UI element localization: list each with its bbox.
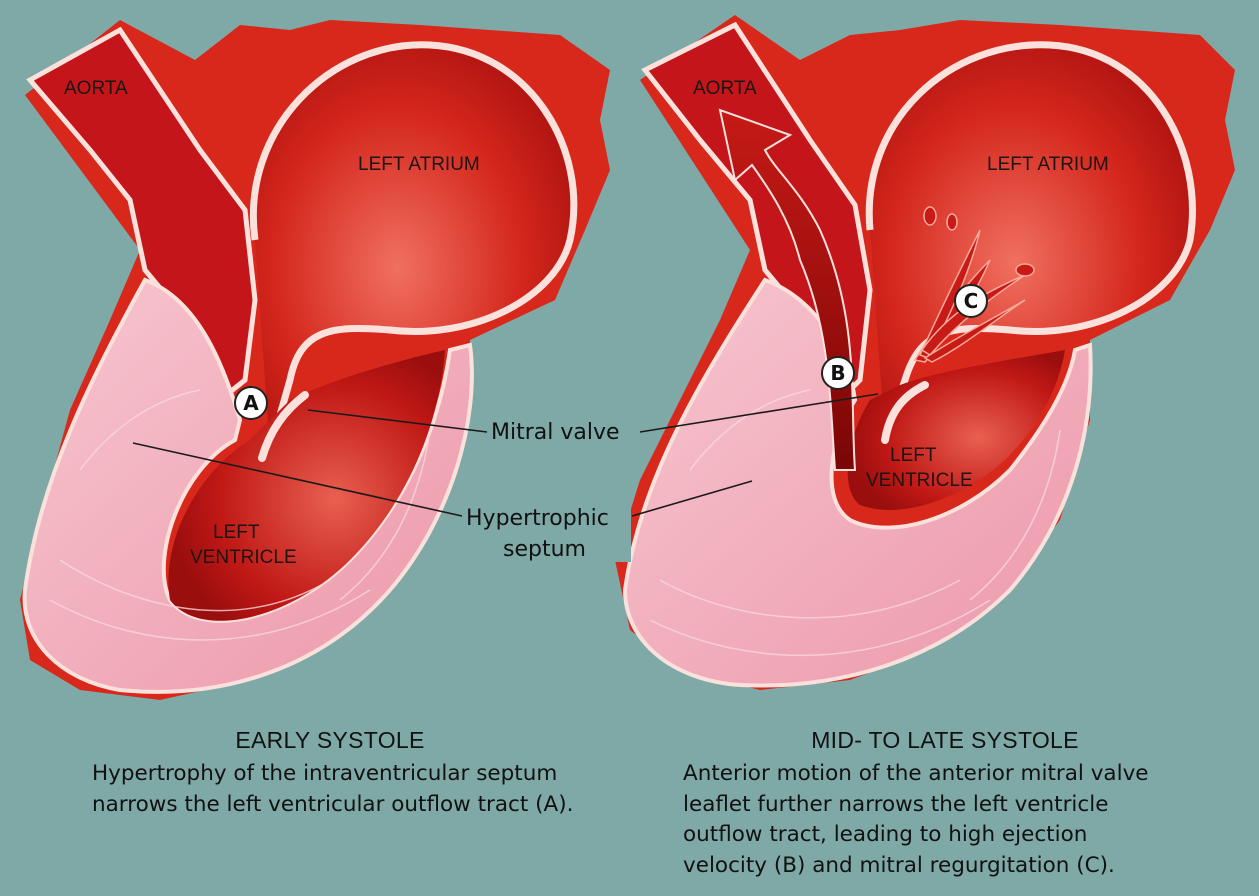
marker-a-label: A (243, 391, 259, 415)
caption-line: Anterior motion of the anterior mitral v… (683, 759, 1149, 790)
marker-a: A (235, 387, 267, 419)
left-atrium-label: LEFT ATRIUM (358, 154, 480, 175)
early-systole-title: EARLY SYSTOLE (180, 727, 480, 754)
mitral-valve-callout: Mitral valve (491, 420, 620, 445)
caption-line: outflow tract, leading to high ejection (683, 820, 1149, 851)
caption-line: leaflet further narrows the left ventric… (683, 790, 1149, 821)
left-ventricle-label-line2: VENTRICLE (190, 547, 297, 568)
left-ventricle-label-line1: LEFT (890, 445, 937, 466)
mid-late-systole-caption: Anterior motion of the anterior mitral v… (683, 759, 1149, 881)
callout-hypertrophic-septum: Hypertrophic septum (463, 500, 631, 562)
caption-line: velocity (B) and mitral regurgitation (C… (683, 851, 1149, 882)
marker-c: C (955, 285, 987, 317)
marker-b: B (822, 357, 854, 389)
aorta-label: AORTA (693, 78, 757, 99)
callout-mitral-valve: Mitral valve (488, 413, 638, 445)
early-systole-caption: Hypertrophy of the intraventricular sept… (92, 759, 573, 820)
caption-line: narrows the left ventricular outflow tra… (92, 790, 573, 821)
caption-line: Hypertrophy of the intraventricular sept… (92, 759, 573, 790)
mid-late-systole-title: MID- TO LATE SYSTOLE (780, 727, 1110, 754)
heart-mid-late-systole: AORTA LEFT ATRIUM LEFT VENTRICLE B C (615, 15, 1235, 690)
left-atrium-label: LEFT ATRIUM (987, 154, 1109, 175)
left-ventricle-label-line1: LEFT (213, 522, 260, 543)
marker-b-label: B (830, 361, 845, 385)
left-ventricle-label-line2: VENTRICLE (866, 470, 973, 491)
aorta-label: AORTA (64, 78, 128, 99)
septum-callout-line2: septum (503, 537, 586, 562)
heart-early-systole: AORTA LEFT ATRIUM LEFT VENTRICLE A (20, 20, 610, 700)
septum-callout-line1: Hypertrophic (466, 506, 609, 531)
marker-c-label: C (964, 289, 979, 313)
